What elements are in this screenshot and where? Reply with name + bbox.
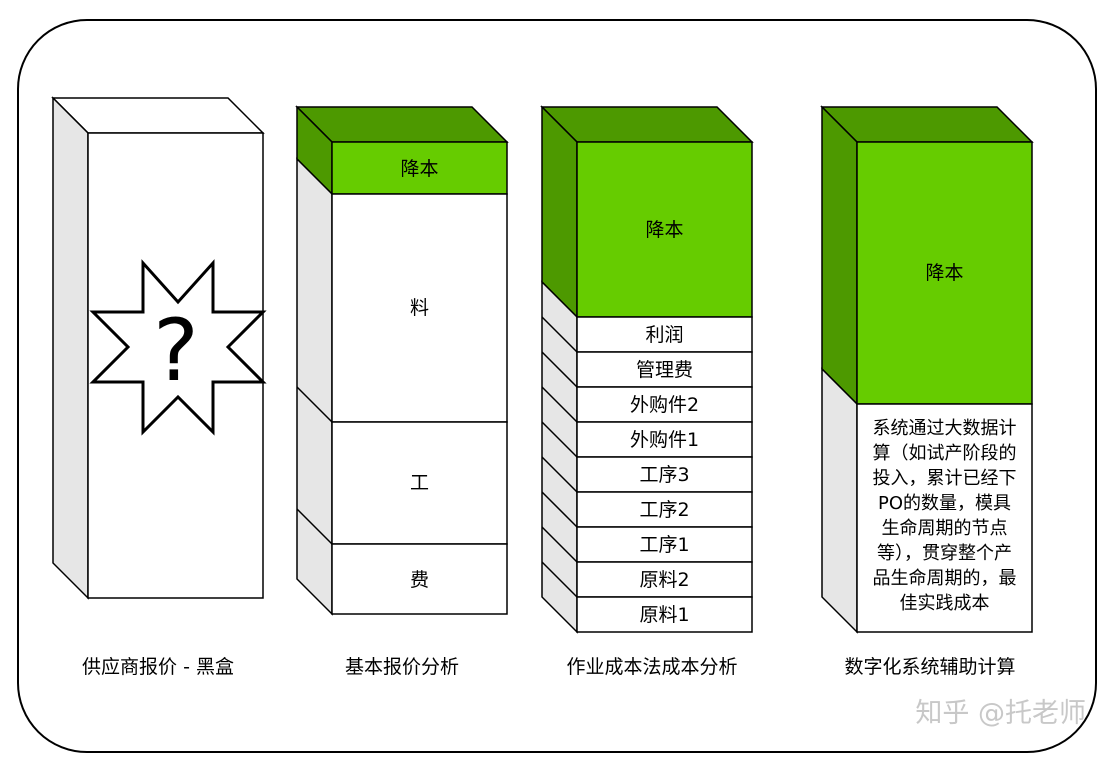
segment-label: 降本: [925, 262, 963, 284]
segment-label: 料: [410, 297, 429, 319]
segment-label: 工序1: [639, 534, 689, 556]
segment-label: 工序3: [639, 464, 689, 486]
segment-cost-reduction: [576, 141, 753, 318]
side-divider: [296, 386, 333, 423]
caption-digital-system: 数字化系统辅助计算: [844, 656, 1015, 678]
segment-raw-material-2: [576, 561, 753, 598]
side-face-green: [821, 105, 858, 406]
description-line: 算（如试产阶段的: [873, 443, 1017, 464]
segment-label: 管理费: [636, 359, 693, 381]
segment-material: [331, 193, 508, 423]
description-line: PO的数量，模具: [878, 493, 1011, 514]
side-face-green: [541, 105, 578, 319]
segment-label: 原料1: [639, 604, 689, 626]
segment-process-2: [576, 491, 753, 528]
side-face: [296, 157, 333, 616]
segment-label: 工: [410, 472, 429, 494]
segment-labor: [331, 421, 508, 545]
explosion-star-icon: [89, 259, 267, 436]
caption-black-box: 供应商报价 - 黑盒: [82, 656, 234, 678]
column-activity-based-costing: 降本 利润 管理费 外购件2 外购件1 工序3 工序2 工序1 原料2 原料1: [540, 105, 754, 634]
segment-expense: [331, 543, 508, 615]
side-divider: [296, 508, 333, 545]
column-digital-system: 降本 系统通过大数据计 算（如试产阶段的 投入，累计已经下 PO的数量，模具 生…: [820, 105, 1034, 634]
segment-cost-reduction: [331, 141, 508, 195]
caption-activity-based-costing: 作业成本法成本分析: [566, 656, 737, 678]
box-top-face: [51, 97, 265, 134]
caption-basic-quote: 基本报价分析: [345, 656, 459, 678]
side-face: [821, 367, 858, 634]
top-face: [540, 106, 754, 143]
top-face: [295, 106, 509, 143]
side-dividers: [541, 316, 578, 598]
segment-label: 外购件1: [630, 429, 699, 451]
description-line: 等），贯穿整个产: [877, 543, 1012, 564]
column-basic-quote: 降本 料 工 费: [295, 105, 509, 616]
segment-label: 工序2: [639, 499, 689, 521]
segment-label: 原料2: [639, 569, 689, 591]
description-line: 系统通过大数据计: [873, 418, 1017, 439]
column-black-box: ?: [51, 96, 267, 600]
segment-label: 降本: [645, 219, 683, 241]
segment-cost-reduction: [856, 141, 1033, 405]
segment-label: 利润: [645, 324, 683, 346]
description-line: 佳实践成本: [900, 593, 990, 614]
segment-label: 费: [410, 569, 429, 591]
segment-label: 降本: [400, 158, 438, 180]
watermark: 知乎 @托老师: [915, 698, 1086, 729]
box-side-face: [52, 96, 89, 600]
segment-management-fee: [576, 351, 753, 388]
segment-purchased-part-1: [576, 421, 753, 458]
description-line: 生命周期的节点: [882, 518, 1008, 539]
question-mark: ?: [153, 301, 199, 401]
top-face: [820, 106, 1034, 143]
description-line: 品生命周期的，最: [873, 568, 1017, 589]
segment-raw-material-1: [576, 596, 753, 633]
segment-process-3: [576, 456, 753, 493]
segment-process-1: [576, 526, 753, 563]
segment-label: 外购件2: [630, 394, 699, 416]
segment-description: [856, 403, 1033, 633]
description-line: 投入，累计已经下: [873, 468, 1017, 489]
segment-purchased-part-2: [576, 386, 753, 423]
